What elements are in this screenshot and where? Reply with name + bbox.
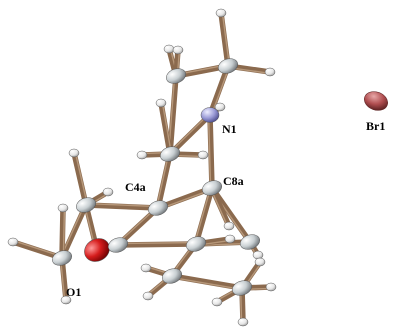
atom-H15 — [224, 234, 236, 244]
label-c4a: C4a — [125, 180, 146, 194]
bond-Ch-Ci — [169, 273, 245, 291]
atom-H2 — [163, 44, 175, 54]
bond-Cd-Ce — [59, 202, 89, 261]
atom-H1 — [215, 8, 227, 18]
label-n1: N1 — [222, 122, 237, 136]
atom-H3 — [172, 45, 184, 55]
bond-Cg-Cf — [115, 241, 199, 248]
bond-highlight-Ce-H12 — [12, 239, 64, 258]
atom-H17 — [140, 263, 152, 273]
atom-H6 — [214, 102, 226, 112]
label-o1: O1 — [66, 285, 81, 299]
bond-highlight-Ch-Ci — [171, 276, 243, 291]
label-br1: Br1 — [366, 119, 385, 133]
bond-Cc-H1 — [218, 10, 231, 69]
atom-Cj — [240, 234, 260, 250]
atom-H21 — [237, 317, 249, 327]
atom-H4 — [264, 67, 276, 77]
bond-highlight-Cc-H1 — [221, 12, 231, 67]
bond-highlight-N1-C8a — [207, 114, 212, 189]
atom-Cb — [166, 68, 186, 84]
atom-H9 — [68, 148, 80, 158]
bond-Ce-H11 — [59, 205, 66, 261]
atom-Cd — [76, 197, 96, 213]
label-c8a: C8a — [223, 174, 244, 188]
atom-C8a — [202, 180, 222, 196]
atom-H12 — [7, 237, 19, 247]
atom-Ce — [52, 250, 72, 266]
bond-highlight-C8a-Cg — [193, 186, 212, 245]
bond-Cb-Ca — [167, 73, 179, 157]
bond-C8a-Cg — [193, 185, 215, 247]
bond-Ca-H5 — [158, 100, 173, 157]
atom-Ch — [162, 268, 182, 284]
atom-N1 — [200, 107, 220, 123]
atom-H8 — [197, 150, 209, 160]
atom-Ca — [160, 146, 180, 162]
bond-Ca-C4a — [155, 151, 173, 211]
atom-H19 — [254, 257, 266, 267]
bond-N1-C8a — [207, 112, 215, 191]
atom-Cg — [186, 236, 206, 252]
bond-highlight-C4a-Cd — [85, 202, 159, 208]
bond-highlight-Cd-H9 — [74, 151, 89, 206]
atom-Br1 — [364, 91, 388, 111]
atom-Cf — [108, 237, 128, 253]
atom-H14 — [223, 221, 235, 231]
atom-H18 — [142, 291, 154, 301]
atom-O1 — [84, 238, 110, 262]
atom-H13 — [60, 295, 72, 305]
atom-H20 — [265, 282, 277, 292]
atom-H16 — [252, 250, 264, 260]
bond-highlight-N1-Ca — [168, 113, 210, 154]
atom-H7 — [136, 150, 148, 160]
bond-highlight-Cg-Cf — [117, 241, 197, 245]
bond-highlight-Ca-C4a — [155, 152, 170, 209]
atom-H11 — [57, 203, 69, 213]
atom-H22 — [211, 297, 223, 307]
atom-H5 — [155, 98, 167, 108]
bond-N1-Cc — [207, 63, 231, 118]
atom-Ci — [232, 280, 252, 296]
bond-highlight-Ce-H11 — [62, 207, 66, 259]
atom-layer — [7, 8, 388, 327]
bond-highlight-Ca-H5 — [161, 102, 173, 155]
bond-Cd-H9 — [71, 150, 89, 208]
bond-C4a-Cd — [83, 202, 161, 211]
atom-Cc — [218, 58, 238, 74]
atom-H10 — [102, 187, 114, 197]
bond-highlight-N1-Cc — [210, 65, 231, 117]
atom-C4a — [148, 200, 168, 216]
